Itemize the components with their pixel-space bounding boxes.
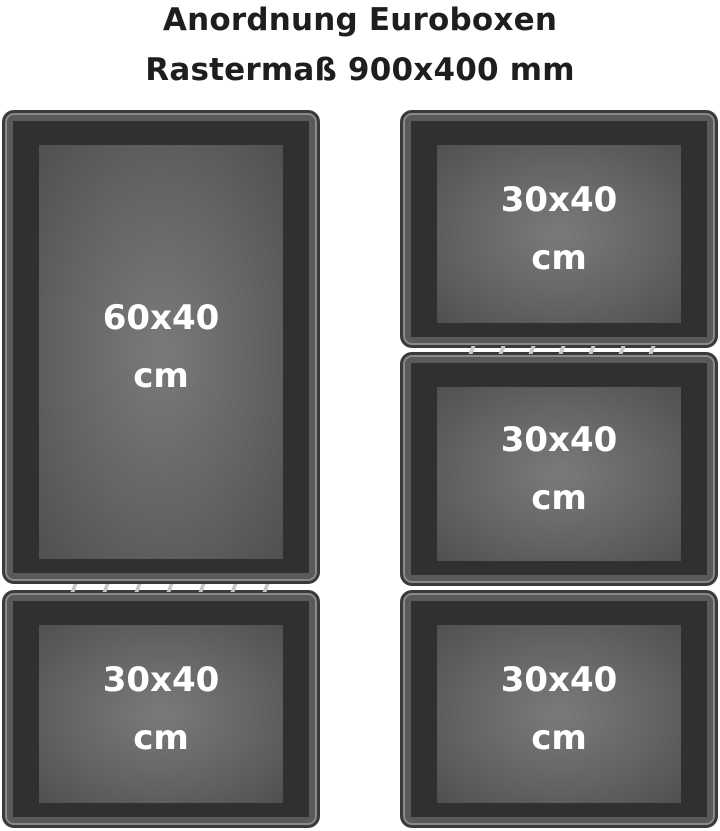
box-joint-slots [460, 346, 660, 354]
box-unit: cm [531, 238, 587, 278]
box-label: 30x40 cm [403, 651, 715, 767]
eurobox-30x40-right-bottom: 30x40 cm [400, 590, 718, 828]
eurobox-30x40-left: 30x40 cm [2, 590, 320, 828]
diagram-subtitle: Rastermaß 900x400 mm [145, 52, 575, 88]
box-label: 30x40 cm [403, 171, 715, 287]
box-unit: cm [531, 478, 587, 518]
box-size: 30x40 [102, 660, 220, 700]
eurobox-30x40-right-top: 30x40 cm [400, 110, 718, 348]
box-size: 60x40 [102, 298, 220, 338]
box-label: 60x40 cm [5, 289, 317, 405]
box-label: 30x40 cm [5, 651, 317, 767]
box-size: 30x40 [500, 660, 618, 700]
box-joint-slots [60, 584, 280, 592]
box-unit: cm [133, 718, 189, 758]
box-unit: cm [133, 356, 189, 396]
box-size: 30x40 [500, 420, 618, 460]
box-size: 30x40 [500, 180, 618, 220]
box-label: 30x40 cm [403, 411, 715, 527]
eurobox-60x40: 60x40 cm [2, 110, 320, 584]
diagram-title: Anordnung Euroboxen [162, 2, 558, 38]
eurobox-30x40-right-middle: 30x40 cm [400, 352, 718, 586]
box-unit: cm [531, 718, 587, 758]
